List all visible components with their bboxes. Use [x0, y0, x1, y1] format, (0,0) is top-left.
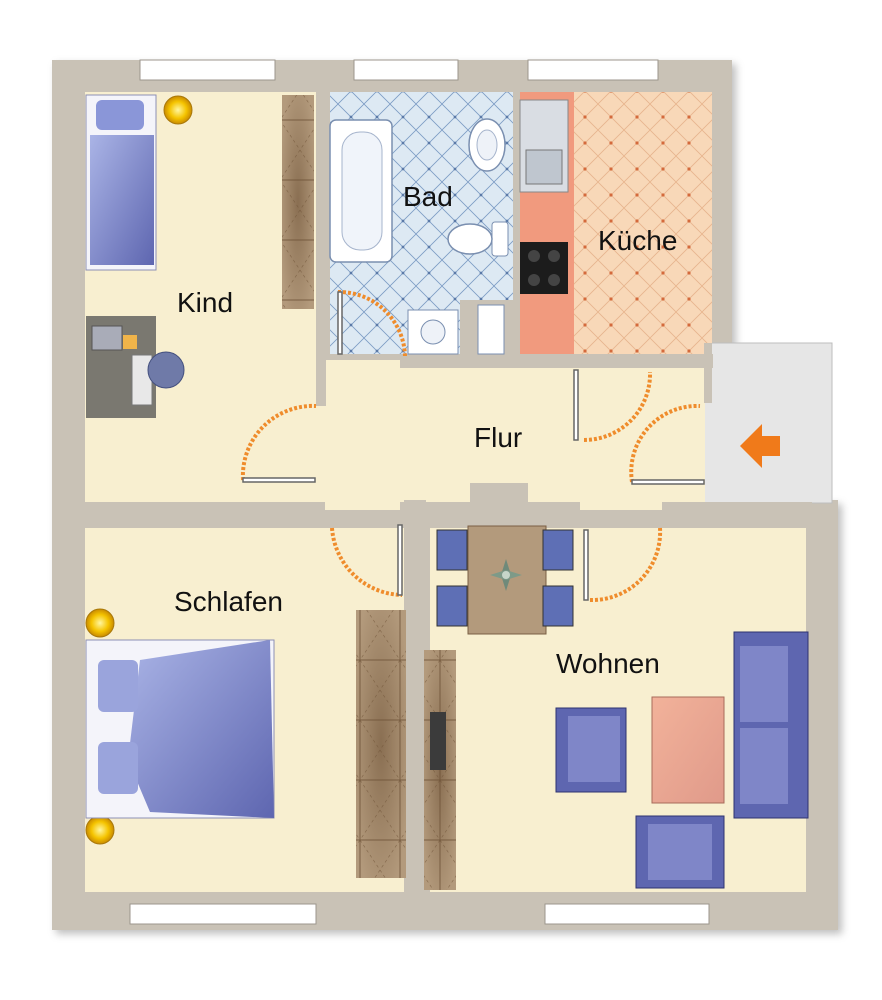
room-label-flur: Flur: [474, 422, 522, 453]
bathtub: [329, 119, 393, 263]
entrance-arrow-icon[interactable]: [740, 424, 780, 468]
kitchen-counter: [519, 92, 574, 354]
room-label-kueche: Küche: [598, 225, 677, 256]
door-leaves: [242, 291, 705, 601]
dining-set: [436, 525, 574, 635]
sofa: [733, 631, 809, 819]
armchair: [555, 707, 627, 793]
room-label-bad: Bad: [403, 181, 453, 212]
lamp-icon: [85, 815, 115, 845]
room-label-kind: Kind: [177, 287, 233, 318]
kind-wardrobe: [282, 95, 314, 309]
room-label-wohnen: Wohnen: [556, 648, 660, 679]
plant-icon: [490, 559, 522, 591]
washing-machine: [407, 304, 505, 355]
lamp-icon: [85, 608, 115, 638]
schlafen-bed: [85, 639, 275, 819]
kind-desk: [86, 316, 185, 418]
room-label-schlafen: Schlafen: [174, 586, 283, 617]
coffee-table: [651, 696, 725, 804]
door-swings: [240, 289, 701, 603]
wohnen-sideboard: [424, 650, 456, 890]
lamp-icon: [163, 95, 193, 125]
toilet: [447, 221, 509, 257]
armchair: [635, 815, 725, 889]
windows: [129, 59, 710, 925]
sink: [468, 118, 506, 172]
schlafen-wardrobe: [356, 610, 406, 878]
entrance-landing: [703, 342, 833, 504]
kind-bed: [85, 94, 157, 271]
